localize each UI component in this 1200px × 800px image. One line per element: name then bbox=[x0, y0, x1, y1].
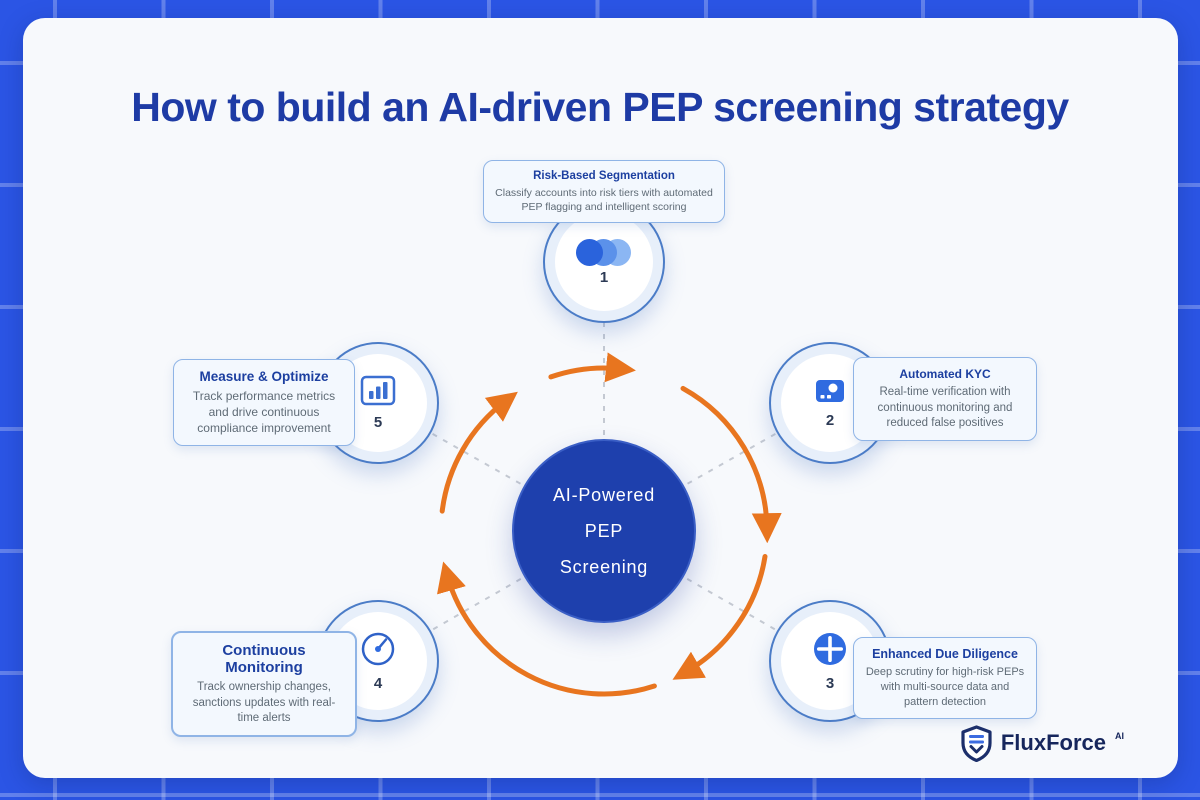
cycle-arrow-segment bbox=[680, 385, 782, 544]
plus-circle-icon bbox=[812, 631, 848, 672]
center-hub-line: AI-Powered bbox=[552, 485, 656, 505]
step-card-measure-optimize: Measure & Optimize Track performance met… bbox=[173, 359, 355, 446]
step-number: 1 bbox=[599, 268, 609, 286]
step-node-inner: 1 bbox=[555, 213, 653, 311]
id-card-icon bbox=[814, 378, 846, 409]
cycle-arrow-segment bbox=[548, 352, 636, 383]
bar-chart-icon bbox=[360, 375, 396, 411]
step-number: 4 bbox=[373, 674, 383, 692]
cycle-arrow-segment bbox=[439, 391, 518, 514]
page-title: How to build an AI-driven PEP screening … bbox=[131, 84, 1069, 130]
step-number: 2 bbox=[825, 411, 835, 429]
step-card-description: Track performance metrics and drive cont… bbox=[192, 389, 336, 436]
step-card-title: Measure & Optimize bbox=[199, 369, 329, 384]
step-card-title: Continuous Monitoring bbox=[222, 642, 306, 676]
center-hub-line: Screening bbox=[559, 557, 649, 577]
step-number: 3 bbox=[825, 674, 835, 692]
cycle-arrow-segment bbox=[437, 561, 657, 697]
shield-logo-icon bbox=[960, 725, 993, 767]
step-card-automated-kyc: Automated KYC Real-time verification wit… bbox=[853, 357, 1037, 441]
step-card-description: Track ownership changes, sanctions updat… bbox=[192, 681, 336, 725]
step-card-title: Risk-Based Segmentation bbox=[533, 170, 675, 182]
step-card-enhanced-due-diligence: Enhanced Due Diligence Deep scrutiny for… bbox=[853, 637, 1037, 719]
cycle-arrow-segment bbox=[672, 554, 768, 680]
step-card-continuous-monitoring: Continuous Monitoring Track ownership ch… bbox=[171, 631, 357, 737]
step-card-title: Automated KYC bbox=[899, 367, 991, 381]
step-card-description: Classify accounts into risk tiers with a… bbox=[495, 187, 713, 214]
overlapping-circles-icon bbox=[576, 238, 632, 266]
center-hub: AI-Powered PEP Screening bbox=[512, 439, 696, 623]
step-card-description: Deep scrutiny for high-risk PEPs with mu… bbox=[865, 666, 1025, 708]
step-card-description: Real-time verification with continuous m… bbox=[877, 386, 1013, 430]
center-hub-line: PEP bbox=[584, 521, 624, 541]
brand-name: FluxForce bbox=[1000, 730, 1106, 755]
brand-suffix: AI bbox=[1115, 731, 1124, 741]
step-card-title: Enhanced Due Diligence bbox=[872, 647, 1018, 661]
brand-logo: FluxForce AI bbox=[960, 725, 1124, 767]
gauge-icon bbox=[360, 631, 396, 672]
step-card-risk-based-segmentation: Risk-Based Segmentation Classify account… bbox=[483, 160, 725, 224]
cycle-arrows bbox=[437, 352, 782, 697]
step-number: 5 bbox=[373, 414, 383, 431]
